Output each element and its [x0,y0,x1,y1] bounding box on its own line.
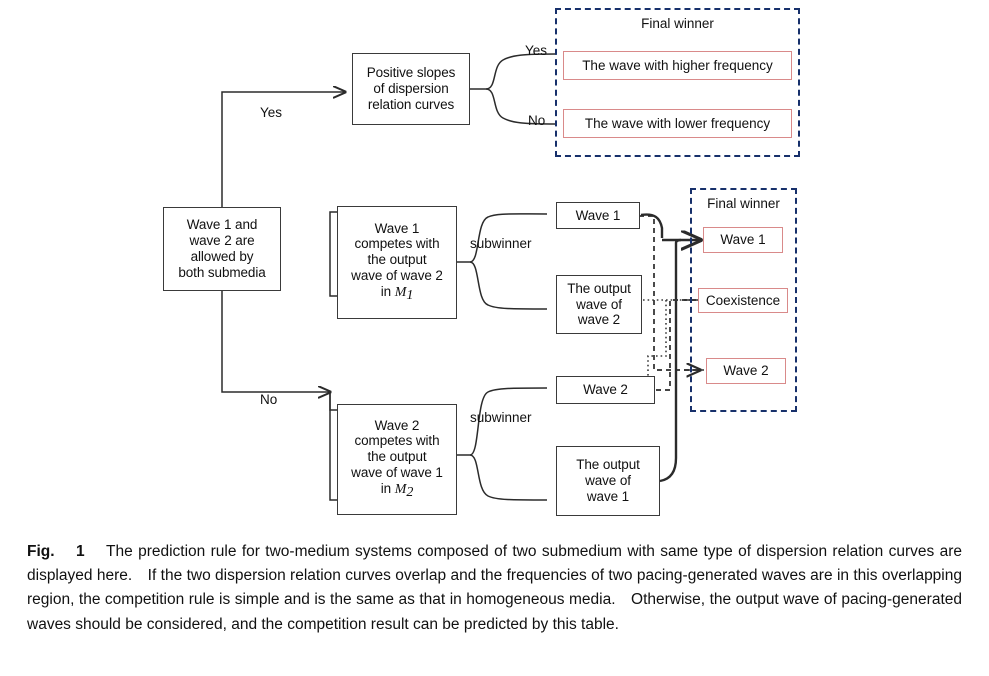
right-option-coexistence[interactable]: Coexistence [698,288,788,313]
root-condition-box-label: Wave 1 and wave 2 are allowed by both su… [178,217,266,280]
subwinner-label-bottom: subwinner [470,410,532,425]
figure-caption: Fig. 1 The prediction rule for two-mediu… [27,540,962,637]
figure-label: Fig. [27,543,55,560]
subwinner-bottom-wave2-label: Wave 2 [583,382,628,398]
right-option-coexistence-label: Coexistence [705,292,781,308]
figure-caption-text: The prediction rule for two-medium syste… [27,543,963,633]
top-final-winner-panel [555,8,800,157]
subwinner-top-wave1[interactable]: Wave 1 [556,202,640,229]
root-condition-box[interactable]: Wave 1 and wave 2 are allowed by both su… [163,207,281,291]
right-option-wave1-label: Wave 1 [720,232,766,248]
right-option-wave2-label: Wave 2 [723,363,769,379]
subwinner-top-output-wave2[interactable]: The output wave of wave 2 [556,275,642,334]
top-option-higher-frequency-label: The wave with higher frequency [582,57,773,73]
m1-medium-symbol: M [394,284,407,300]
top-option-higher-frequency[interactable]: The wave with higher frequency [563,51,792,80]
right-option-wave1[interactable]: Wave 1 [703,227,783,253]
m1-medium-index: 1 [406,287,414,303]
positive-slopes-box-label: Positive slopes of dispersion relation c… [366,65,456,112]
subwinner-bottom-output-wave1[interactable]: The output wave of wave 1 [556,446,660,516]
slopes-yes-label: Yes [525,43,548,58]
positive-slopes-box[interactable]: Positive slopes of dispersion relation c… [352,53,470,125]
right-final-winner-title: Final winner [707,196,780,211]
top-option-lower-frequency[interactable]: The wave with lower frequency [563,109,792,138]
top-final-winner-title: Final winner [641,16,714,31]
branch-no-label: No [260,392,278,407]
right-final-winner-panel [690,188,797,412]
solid-connectors [221,53,700,501]
branch-yes-label: Yes [260,105,283,120]
m1-competition-box[interactable]: Wave 1 competes with the output wave of … [337,206,457,319]
m2-competition-box-label: Wave 2 competes with the output wave of … [351,417,443,496]
top-option-lower-frequency-label: The wave with lower frequency [584,115,771,131]
m1-competition-box-label: Wave 1 competes with the output wave of … [351,220,443,299]
subwinner-bottom-wave2[interactable]: Wave 2 [556,376,655,404]
subwinner-top-wave1-label: Wave 1 [575,207,621,223]
right-option-wave2[interactable]: Wave 2 [706,358,786,384]
subwinner-label-top: subwinner [470,236,532,251]
m2-medium-symbol: M [394,481,407,497]
m2-medium-index: 2 [406,484,414,500]
figure-number: 1 [75,543,85,560]
subwinner-top-output-wave2-label: The output wave of wave 2 [567,280,631,328]
slopes-no-label: No [528,113,546,128]
subwinner-bottom-output-wave1-label: The output wave of wave 1 [576,457,640,504]
m2-competition-box[interactable]: Wave 2 competes with the output wave of … [337,404,457,515]
